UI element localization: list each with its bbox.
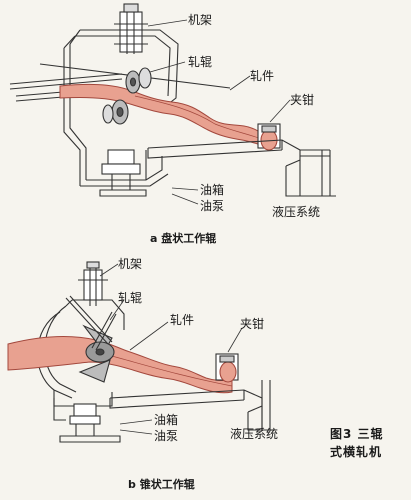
figure-title-line-1: 图3 三辊 xyxy=(330,427,384,441)
diagram-b-caption: b 锥状工作辊 xyxy=(128,478,195,491)
diagram-b-drawing xyxy=(7,261,276,443)
diagram-a-guide-bar xyxy=(147,139,336,197)
diagram-a-workpiece xyxy=(59,83,273,149)
diagram-b-label-roll: 轧辊 xyxy=(118,291,143,305)
diagram-b-bottom-block xyxy=(53,398,121,443)
diagram-b-label-workpiece: 轧件 xyxy=(170,313,195,327)
diagram-b-cone-rolls xyxy=(65,295,117,383)
diagram-a-label-frame: 机架 xyxy=(188,13,213,27)
diagram-b-label-hydraulic: 液压系统 xyxy=(230,427,279,441)
diagram-a-leaders xyxy=(147,19,291,205)
diagram-b-label-oil-pump: 油泵 xyxy=(154,429,179,443)
diagram-b-label-oil-tank: 油箱 xyxy=(154,413,179,427)
diagram-a-caption: a 盘状工作辊 xyxy=(150,232,217,245)
figure-title-line-2: 式横轧机 xyxy=(330,445,383,459)
diagram-a-bottom-block xyxy=(99,149,147,197)
diagram-b-label-clamp: 夹钳 xyxy=(240,317,265,331)
diagram-a-top-column xyxy=(114,3,148,54)
diagram-a-drawing xyxy=(9,3,336,205)
diagram-b-workpiece xyxy=(7,336,233,394)
diagram-a-rolls xyxy=(102,67,152,125)
diagram-a-label-hydraulic: 液压系统 xyxy=(272,205,321,219)
diagram-a-label-roll: 轧辊 xyxy=(188,55,213,69)
diagram-b-top-column xyxy=(78,261,108,306)
diagram-b-label-frame: 机架 xyxy=(118,257,143,271)
diagram-b-leaders xyxy=(99,263,243,435)
diagram-a-label-oil-tank: 油箱 xyxy=(200,183,225,197)
diagram-a-label-clamp: 夹钳 xyxy=(290,93,315,107)
diagram-b-clamp xyxy=(215,353,239,383)
diagram-a-label-workpiece: 轧件 xyxy=(250,69,275,83)
diagram-a-clamp xyxy=(257,123,281,151)
diagram-b-guide-bar xyxy=(109,380,276,431)
diagram-a-label-oil-pump: 油泵 xyxy=(200,199,225,213)
